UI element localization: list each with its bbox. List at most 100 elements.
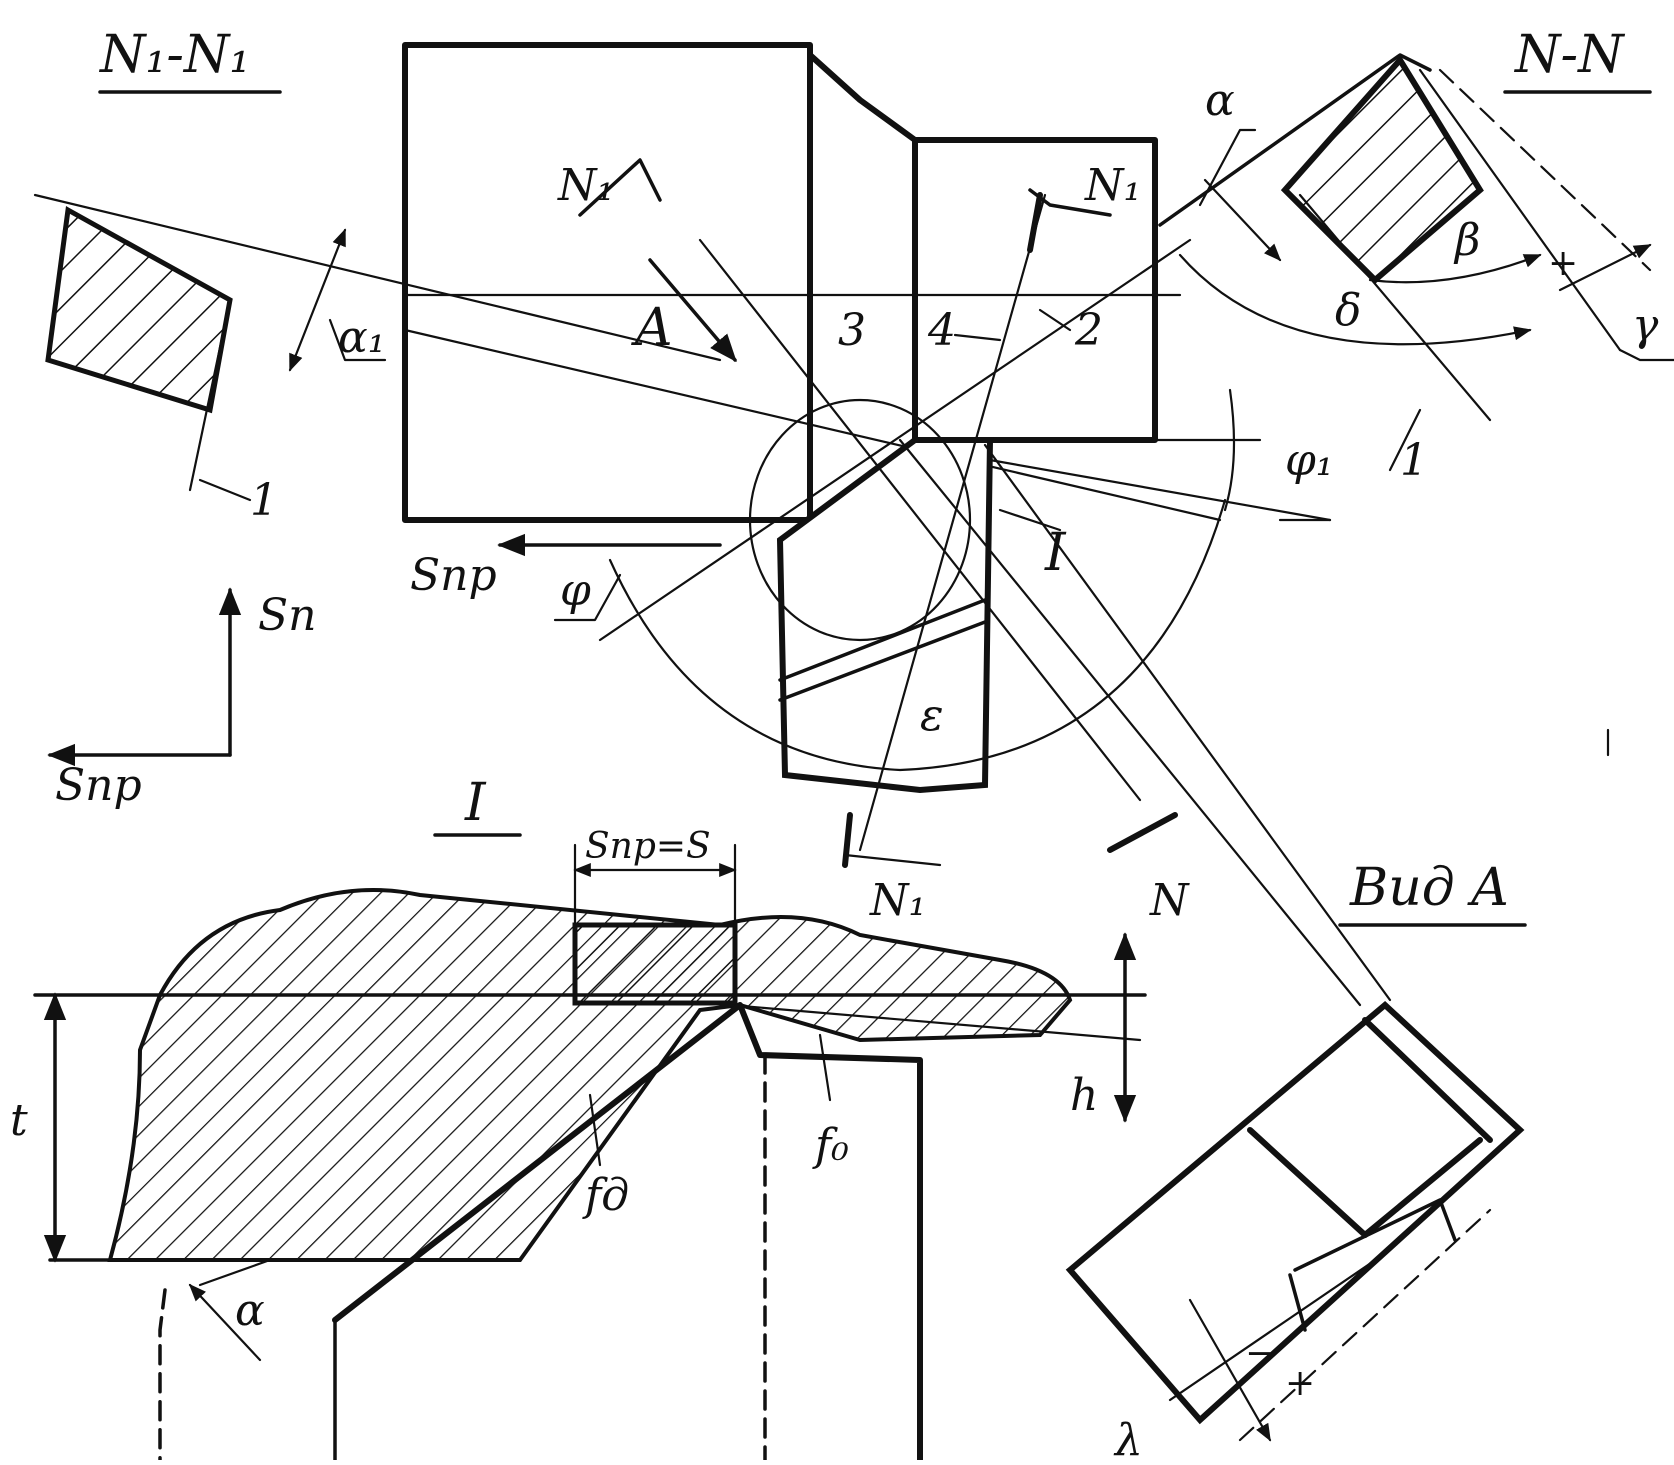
workpiece-block-right	[912, 137, 1158, 443]
alpha1-label: α₁	[338, 312, 385, 363]
n1-tick-top-right	[1027, 192, 1043, 253]
num-4-label: 4	[927, 305, 956, 356]
delta-label: δ	[1335, 285, 1362, 336]
num-1-left-leader	[198, 478, 252, 502]
f-0-leader	[818, 1033, 832, 1102]
tool-shank-edge-2	[983, 443, 1392, 1002]
s-pr-label: Sпр	[410, 550, 497, 601]
n-section-tool-outline	[1158, 53, 1432, 227]
n1-section-reference-line	[33, 193, 722, 362]
tool-chipbreaker-line-2	[778, 620, 987, 702]
chip-removed-layer	[107, 888, 1073, 1262]
n-section-flank-line	[1298, 193, 1492, 422]
view-a-insert-edge	[1362, 1017, 1493, 1143]
phi-label: φ	[560, 565, 591, 616]
n1-section-alpha1-dim	[288, 228, 347, 372]
alpha-leader	[1198, 128, 1257, 207]
n1-top-right-label: N₁	[1084, 160, 1141, 211]
f-d-label: fд	[582, 1170, 629, 1221]
beta-label: β	[1453, 215, 1480, 266]
view-a-lambda-dim	[1188, 1298, 1272, 1442]
lambda-label: λ	[1113, 1415, 1143, 1460]
minus-bottom-label: −	[1245, 1333, 1275, 1374]
view-a: Вид A λ + −	[1065, 858, 1527, 1465]
section-n1-title: N₁-N₁	[98, 25, 250, 85]
n-section-hatched-wedge	[1280, 54, 1484, 285]
detail-i-circle	[748, 398, 972, 642]
arrow-a-label: A	[631, 298, 673, 358]
s-p-axis-label: Sп	[258, 590, 316, 641]
alpha-detail-leader	[198, 1258, 272, 1287]
alpha-detail-dim	[188, 1283, 262, 1362]
phi-leader	[553, 573, 622, 622]
n1-arrow-top-left	[648, 258, 737, 363]
section-n-n: 1 α β γ δ + N-N	[1158, 25, 1674, 486]
view-a-lambda-line	[1168, 1248, 1392, 1402]
n1-section-flank-line	[188, 298, 232, 492]
phi1-line	[988, 458, 1332, 522]
angle-arc-large	[608, 498, 1227, 772]
tool-edge-diagonal	[778, 438, 917, 542]
section-n1-n1: α₁ 1 N₁-N₁	[33, 25, 722, 526]
n1-section-line	[858, 193, 1047, 852]
cutting-edge-line	[598, 238, 1192, 642]
feed-axes: Sп Sпр	[47, 587, 316, 811]
n-marker-bottom	[1107, 812, 1178, 853]
gamma-leader	[1618, 348, 1674, 362]
num-2-label: 2	[1074, 305, 1103, 356]
alpha-label: α	[1205, 75, 1235, 126]
top-view: N₁ N₁ N₁ N A 3 4 2 Sпр φ φ₁ ε I	[402, 42, 1392, 1007]
num-2-leader	[1038, 308, 1072, 332]
sweep-line	[403, 328, 1222, 522]
s-pr-eq-s-label: Sпр=S	[585, 826, 711, 867]
detail-i-title: I	[464, 773, 487, 833]
tool-shank-edge-1	[898, 438, 1362, 1007]
num-4-leader	[953, 333, 1002, 342]
epsilon-label: ε	[920, 690, 944, 741]
plus-bottom-label: +	[1285, 1363, 1315, 1404]
n-section-beta-arc	[1368, 253, 1542, 284]
n-section-line	[698, 238, 1142, 802]
phi1-arc	[1223, 388, 1236, 512]
plus-top-label: +	[1548, 243, 1578, 284]
n-section-alpha-dim	[1203, 178, 1282, 262]
n-section-rake-line	[1418, 68, 1622, 352]
n1-section-hatched-wedge	[45, 206, 233, 414]
n1-top-left-label: N₁	[557, 160, 614, 211]
detail-surface-line-mid	[728, 1003, 1142, 1042]
s-pr-axis-label: Sпр	[55, 760, 142, 811]
roman-i-leader	[998, 508, 1062, 532]
num-1-right-leader	[1388, 408, 1422, 472]
roman-i-label: I	[1044, 523, 1067, 583]
view-a-title: Вид A	[1349, 858, 1509, 918]
n-bottom-label: N	[1149, 875, 1190, 926]
n1-bottom-label: N₁	[869, 875, 926, 926]
alpha1-leader	[328, 318, 387, 362]
n1-marker-top-left	[578, 158, 662, 217]
section-n-title: N-N	[1513, 25, 1625, 85]
tool-chipbreaker-line-1	[778, 598, 987, 682]
t-depth-label: t	[10, 1095, 28, 1146]
view-a-chipbreaker	[1293, 1198, 1457, 1272]
n1-marker-top-right	[1028, 188, 1112, 217]
h-wear-label: h	[1070, 1070, 1098, 1121]
view-a-insert-body	[1065, 1000, 1525, 1425]
feed-step-block	[572, 922, 738, 1006]
n-section-gamma-dim	[1558, 243, 1652, 292]
alpha-detail-label: α	[235, 1285, 265, 1336]
view-a-clamp-line	[1288, 1273, 1307, 1332]
f-0-label: f₀	[812, 1120, 849, 1171]
workpiece-block-left	[402, 42, 813, 523]
workpiece-chamfer	[807, 52, 918, 443]
n1-tick-bottom	[842, 812, 853, 868]
n-section-s-arc	[1178, 253, 1532, 346]
view-a-dash-line	[1238, 1208, 1492, 1442]
n-section-rake-dash	[1438, 68, 1652, 272]
num-1-right-label: 1	[1400, 435, 1428, 486]
detail-i: I t h Sпр=S fд f₀ α	[10, 773, 1147, 1463]
phi1-label: φ₁	[1285, 435, 1333, 486]
num-1-left-label: 1	[250, 475, 278, 526]
num-3-label: 3	[838, 305, 866, 356]
n1-leader-bottom	[843, 853, 942, 867]
